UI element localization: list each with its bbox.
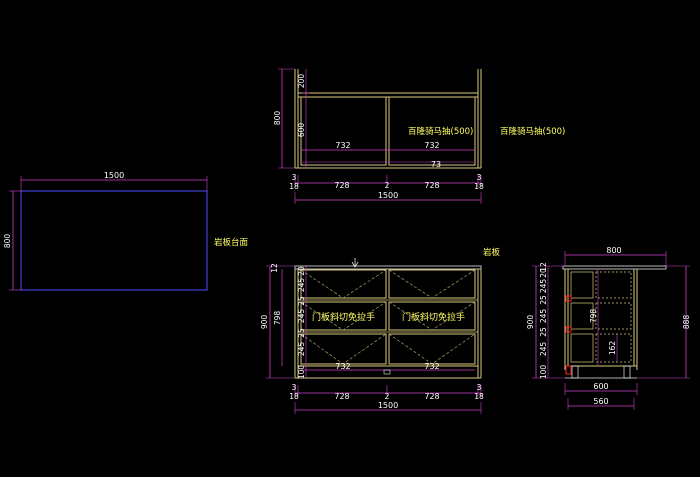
front-top-12: 12: [270, 263, 279, 273]
side-drawer-slides: [570, 271, 632, 363]
upper-height-top: 200: [297, 74, 306, 89]
front-row-25-1: 25: [297, 296, 306, 306]
upper-height-total: 800: [273, 111, 282, 126]
upper-drawer-label-right: 百隆骑马抽(500): [500, 126, 565, 137]
front-dim-728-right: 728: [424, 392, 439, 401]
upper-drawer-right: [388, 96, 476, 166]
side-row-245-3: 245: [539, 342, 548, 357]
upper-overall-width: 1500: [378, 191, 398, 200]
front-dim-18-left: 18: [289, 392, 299, 401]
upper-inner-left: 732: [335, 141, 350, 150]
front-dim-18-right: 18: [474, 392, 484, 401]
front-inner-left: 732: [335, 362, 350, 371]
side-countertop: [562, 265, 667, 270]
upper-inner-right: 732: [424, 141, 439, 150]
side-handle-marker-2: [565, 326, 572, 333]
side-row-245-1: 245: [539, 279, 548, 294]
side-row-245-2: 245: [539, 309, 548, 324]
front-dim-2: 2: [385, 392, 390, 401]
side-bottom-width-2: 560: [593, 397, 608, 406]
side-handle-marker-1: [565, 295, 572, 302]
side-row-25-2: 25: [539, 327, 548, 337]
side-inner-height: 798: [589, 309, 598, 324]
front-dim-3-left: 3: [292, 383, 297, 392]
upper-dim-728-right: 728: [424, 181, 439, 190]
side-top-20: 20: [539, 268, 548, 278]
upper-drawer-left: [300, 96, 387, 166]
upper-dim-728-left: 728: [334, 181, 349, 190]
plan-view: 1500 800 岩板台面: [3, 171, 249, 291]
side-foot-left: [571, 365, 579, 379]
plan-width-label: 1500: [104, 171, 124, 180]
front-top-20: 20: [297, 266, 306, 276]
front-dim-728-left: 728: [334, 392, 349, 401]
upper-dim-3-right: 3: [477, 173, 482, 182]
front-hidden-lines: [300, 269, 476, 365]
front-inner-right: 732: [424, 362, 439, 371]
front-left-inner: 798: [273, 311, 282, 326]
upper-dim-18-left: 18: [289, 182, 299, 191]
front-row-3-left: [300, 333, 387, 365]
front-view: 岩板 门板斜切免拉手 门板斜切免拉手 732: [260, 247, 501, 414]
side-handle-marker-3: [565, 365, 572, 375]
upper-top-rail: [297, 92, 479, 98]
front-foot-marker: [383, 369, 391, 375]
upper-view: 732 732 73 800 200 600 百隆骑马抽(500) 百隆骑马抽(…: [273, 68, 565, 204]
front-left-total: 900: [260, 315, 269, 330]
side-top-width: 800: [606, 246, 621, 255]
front-top-pointer-arrow: [351, 261, 359, 268]
front-row-25-2: 25: [297, 328, 306, 338]
side-bottom-100: 100: [539, 365, 548, 380]
side-row-25-1: 25: [539, 295, 548, 305]
side-right-height: 888: [682, 315, 691, 330]
side-left-total: 900: [526, 315, 535, 330]
front-row-245-2: 245: [297, 309, 306, 324]
front-overall-width: 1500: [378, 401, 398, 410]
plan-countertop-label: 岩板台面: [214, 237, 249, 248]
front-row-1-right: [388, 269, 476, 299]
front-top-label: 岩板: [483, 247, 501, 258]
side-view: 800 798 162 900: [526, 246, 691, 410]
front-bottom-100: 100: [297, 365, 306, 380]
plan-depth-label: 800: [3, 234, 12, 249]
front-row-245-1: 245: [297, 278, 306, 293]
upper-height-main: 600: [297, 123, 306, 138]
upper-dim-3-left: 3: [292, 173, 297, 182]
side-foot-right: [623, 365, 631, 379]
upper-dim-2: 2: [385, 181, 390, 190]
front-row-1-left: [300, 269, 387, 299]
upper-drawer-label-left: 百隆骑马抽(500): [408, 126, 473, 137]
front-door-label-left: 门板斜切免拉手: [312, 311, 375, 323]
plan-countertop-outline: [20, 190, 208, 291]
side-bottom-width-1: 600: [593, 382, 608, 391]
front-door-label-right: 门板斜切免拉手: [402, 311, 465, 323]
upper-dim-18-right: 18: [474, 182, 484, 191]
side-top-12: 12: [539, 262, 548, 272]
front-row-3-right: [388, 333, 476, 365]
front-countertop: [294, 265, 482, 270]
front-row-245-3: 245: [297, 342, 306, 357]
side-inner-small: 162: [608, 341, 617, 356]
upper-inner-bottom: 73: [431, 160, 441, 169]
front-dim-3-right: 3: [477, 383, 482, 392]
